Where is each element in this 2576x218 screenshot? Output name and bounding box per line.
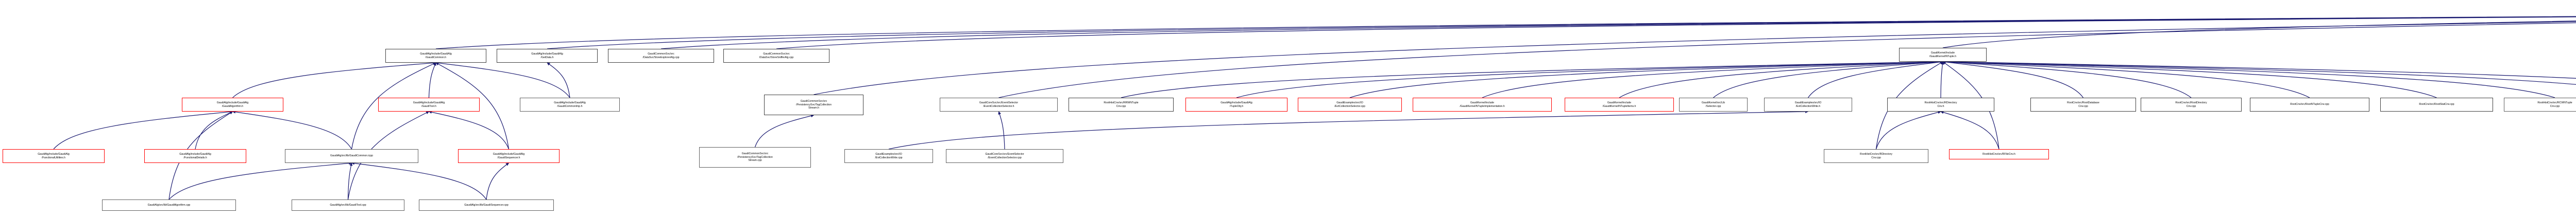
graph-edge [547, 16, 2576, 49]
graph-node-gaudicommon-h[interactable]: GaudiAlg/include/GaudiAlg /GaudiCommon.h [385, 49, 486, 63]
graph-node-rcwntuplecnv[interactable]: RootHistCnv/src/RCWNTuple Cnv.cpp [2504, 98, 2576, 112]
graph-edge [232, 61, 436, 98]
graph-node-gaudialgorithm-c[interactable]: GaudiAlg/src/lib/GaudiAlgorithm.cpp [102, 199, 236, 211]
graph-edge [1875, 111, 1941, 150]
graph-node-evtcollwrite-cpp[interactable]: GaudiExamples/src/IO /EvtCollectionWrite… [844, 149, 933, 163]
graph-edge [547, 62, 570, 98]
graph-edge [1619, 60, 1943, 98]
graph-edge [435, 61, 570, 98]
graph-node-gauditool-cpp[interactable]: GaudiAlg/src/lib/GaudiTool.cpp [292, 199, 404, 211]
graph-node-rfilecnv-h[interactable]: RootHistCnv/src/RFileCnv.h [1949, 149, 2049, 159]
graph-node-gaudisequencer-c[interactable]: GaudiAlg/src/lib/GaudiSequencer.cpp [419, 199, 554, 211]
graph-node-tagcollstream-h[interactable]: GaudiCommonSvc/src /PersistencySvc/TagCo… [764, 95, 863, 115]
graph-edge [1942, 21, 2576, 48]
graph-node-rootdatabase[interactable]: RootCnv/src/RootDatabase Cnv.cpp [2030, 98, 2136, 112]
graph-edge [1236, 60, 1943, 98]
graph-node-functionalutil-h[interactable]: GaudiAlg/include/GaudiAlg /FunctionalUti… [3, 149, 105, 163]
graph-edge [195, 111, 233, 150]
graph-edge [428, 62, 436, 98]
graph-edge [232, 110, 352, 150]
graph-node-gaudicommonimp-h[interactable]: GaudiAlg/include/GaudiAlg /GaudiCommonIm… [520, 98, 620, 112]
graph-edge [754, 114, 815, 148]
graph-edge [1940, 111, 1999, 150]
graph-node-gaudisequencer-h[interactable]: GaudiAlg/include/GaudiAlg /GaudiSequence… [458, 149, 560, 163]
graph-node-getdata-h[interactable]: GaudiAlg/include/GaudiAlg /GetData.h [497, 49, 598, 63]
graph-edge [1808, 60, 1943, 98]
graph-edge [486, 162, 509, 200]
graph-edge [1942, 60, 2083, 98]
graph-edge [998, 22, 2576, 98]
graph-node-ntupleitems-h[interactable]: GaudiKernel/include /GaudiKernel/NTupleI… [1565, 98, 1674, 112]
graph-node-ntuple-h[interactable]: GaudiKernel/include /GaudiKernel/NTuple.… [1899, 48, 1987, 62]
graph-node-rootdirectory[interactable]: RootCnv/src/RootDirectory Cnv.cpp [2141, 98, 2242, 112]
graph-node-functionaldet-h[interactable]: GaudiAlg/include/GaudiAlg /FunctionalDet… [144, 149, 246, 163]
graph-node-rootntuplecnv[interactable]: RootCnv/src/RootNTupleCnv.cpp [2250, 98, 2369, 112]
graph-node-evtcollsel-cpp[interactable]: GaudiExamples/src/IO /EvtCollectionSelec… [1298, 98, 1402, 112]
graph-edge [1942, 60, 2192, 98]
graph-edge [435, 16, 2576, 49]
graph-edge [1121, 60, 1943, 98]
graph-edge [814, 21, 2576, 95]
graph-edge [1942, 60, 2437, 98]
graph-node-gaudialgorithm-h[interactable]: GaudiAlg/include/GaudiAlg /GaudiAlgorith… [182, 98, 283, 112]
graph-node-storesniffer[interactable]: GaudiCommonSvc/src /DataSvc/StoreSniffer… [723, 49, 829, 63]
graph-node-evtcollsel-h[interactable]: GaudiCoreSvc/src/EventSelector /EventCol… [940, 98, 1058, 112]
graph-edge [998, 111, 1005, 150]
graph-node-evtcollwrite-h[interactable]: GaudiExamples/src/IO /EvtCollectionWrite… [1764, 98, 1852, 112]
graph-edge [428, 111, 510, 150]
graph-node-rootstatcnv[interactable]: RootCnv/src/RootStatCnv.cpp [2380, 98, 2493, 112]
graph-node-gaudicommon-icpp[interactable]: GaudiAlg/src/lib/GaudiCommon.icpp [285, 149, 418, 163]
graph-node-rdirectorycnv-h[interactable]: RootHistCnv/src/RDirectory Cnv.h [1887, 98, 1994, 112]
graph-edge [776, 16, 2576, 49]
graph-edge [347, 162, 353, 200]
graph-edge [168, 161, 352, 200]
graph-edge [1713, 60, 1943, 98]
graph-edge [1942, 60, 2555, 98]
graph-edge [1942, 60, 2576, 79]
graph-node-ntupleimpl-h[interactable]: GaudiKernel/include /GaudiKernel/NTupleI… [1413, 98, 1552, 112]
graph-edge [888, 110, 1809, 150]
graph-edge [1482, 60, 1943, 98]
graph-edge [1942, 60, 2310, 98]
graph-node-selector-cpp[interactable]: GaudiKernel/src/Lib /Selector.cpp [1679, 98, 1748, 112]
graph-node-gauditool-h[interactable]: GaudiAlg/include/GaudiAlg /GaudiTool.h [378, 98, 480, 112]
graph-edge [53, 110, 233, 150]
graph-node-rrwntuplecnv[interactable]: RootHistCnv/src/RRWNTuple Cnv.cpp [1069, 98, 1174, 112]
graph-edge [351, 161, 487, 200]
graph-node-tagcollstream-cpp[interactable]: GaudiCommonSvc/src /PersistencySvc/TagCo… [699, 147, 811, 168]
graph-node-rdirectorycnv-c[interactable]: RootHistCnv/src/RDirectory Cnv.cpp [1824, 149, 1928, 163]
graph-edge [660, 16, 2576, 49]
graph-edge [1940, 61, 1944, 98]
graph-node-storeexplorer[interactable]: GaudiCommonSvc/src /DataSvc/StoreExplore… [608, 49, 714, 63]
graph-node-evtcollsel2-cpp[interactable]: GaudiCoreSvc/src/EventSelector /EventCol… [946, 149, 1063, 163]
graph-edge [1942, 60, 2576, 85]
graph-edge [1349, 60, 1943, 98]
graph-node-tupleobj-h[interactable]: GaudiAlg/include/GaudiAlg /TupleObj.h [1185, 98, 1287, 112]
